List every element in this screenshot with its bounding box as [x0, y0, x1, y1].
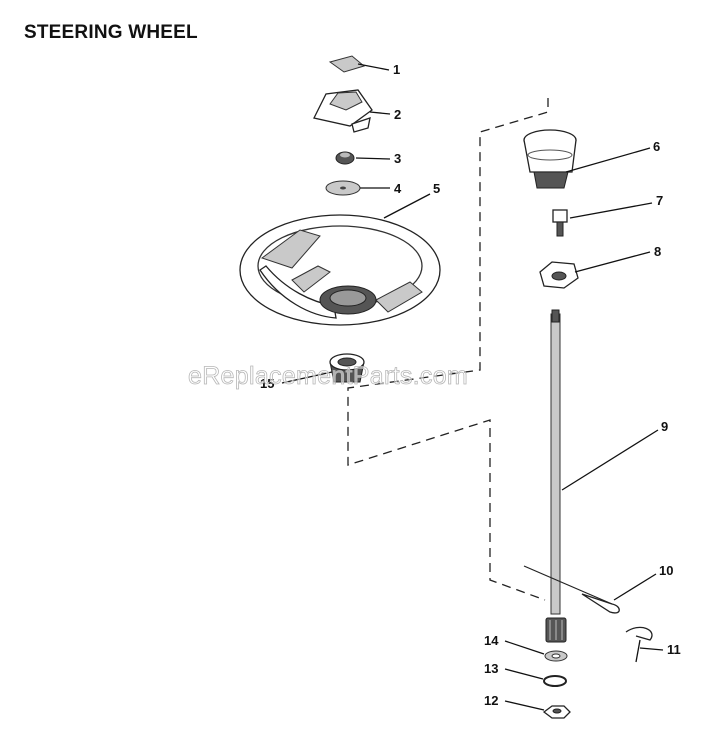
- part-10-cotter-pin: [523, 565, 657, 614]
- callout-3: 3: [394, 151, 401, 166]
- part-4-washer: [325, 180, 390, 196]
- pinion-gear: [545, 617, 567, 643]
- callout-14: 14: [484, 633, 499, 648]
- callout-10: 10: [659, 563, 673, 578]
- part-11-clip: [625, 626, 664, 663]
- part-9-steering-shaft: [550, 309, 659, 615]
- part-1-cap: [328, 55, 390, 73]
- part-5-steering-wheel: [239, 193, 441, 326]
- part-3-nut: [335, 151, 391, 165]
- part-6-bellows: [523, 129, 651, 189]
- callout-9: 9: [661, 419, 668, 434]
- part-14-washer: [504, 640, 568, 662]
- callout-4: 4: [394, 181, 402, 196]
- callout-1: 1: [393, 62, 400, 77]
- callout-5: 5: [433, 181, 440, 196]
- assembly-dashed-path: [347, 98, 549, 601]
- callout-13: 13: [484, 661, 498, 676]
- part-2-hub-cover: [313, 89, 391, 133]
- callout-6: 6: [653, 139, 660, 154]
- part-15-splined-hub: [281, 353, 365, 384]
- diagram-title: STEERING WHEEL: [24, 22, 198, 43]
- watermark: eReplacementParts.com: [188, 362, 469, 391]
- part-12-nut: [504, 700, 571, 719]
- part-13-ring: [504, 668, 567, 687]
- callout-2: 2: [394, 107, 401, 122]
- callout-7: 7: [656, 193, 663, 208]
- callout-11: 11: [667, 642, 681, 657]
- callout-15: 15: [260, 376, 274, 391]
- callout-8: 8: [654, 244, 661, 259]
- callout-12: 12: [484, 693, 498, 708]
- part-7-bolt: [552, 202, 653, 237]
- part-8-flange: [539, 251, 651, 289]
